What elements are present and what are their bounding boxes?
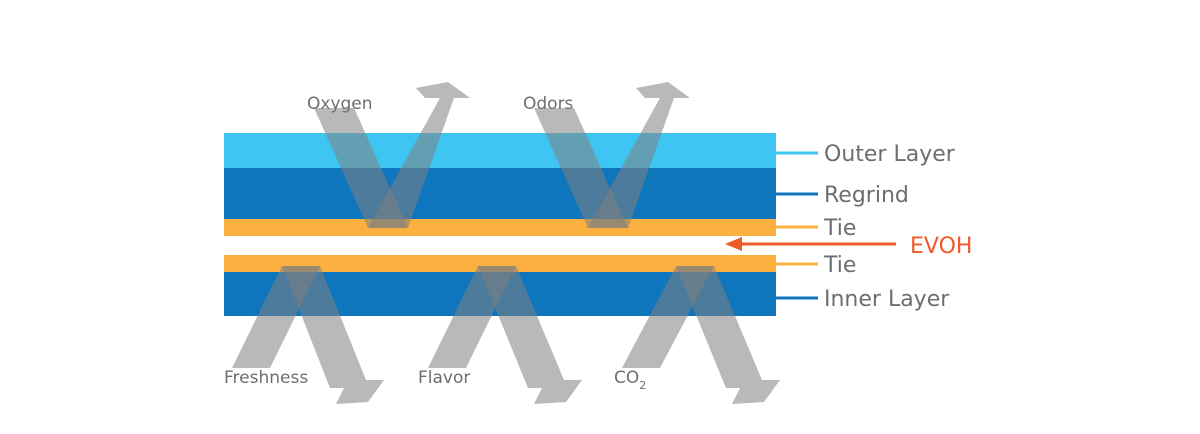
freshness-arrow	[232, 266, 384, 404]
tie-top-label: Tie	[823, 216, 856, 241]
odors-arrow	[534, 82, 690, 228]
regrind-band	[224, 168, 776, 219]
odors-arrow-in	[534, 108, 628, 228]
freshness-arrow-out	[282, 266, 384, 404]
odors-label: Odors	[523, 94, 574, 114]
odors-arrow-out	[588, 82, 690, 228]
oxygen-arrow-out	[368, 82, 470, 228]
flavor-arrow-out	[478, 266, 582, 404]
oxygen-label: Oxygen	[307, 94, 373, 114]
inner-layer-label: Inner Layer	[824, 287, 950, 312]
outer-layer-band	[224, 133, 776, 168]
evoh-label: EVOH	[910, 234, 972, 259]
co2-arrow	[622, 266, 780, 404]
evoh-pointer-head	[725, 237, 742, 251]
upper-laminate	[224, 133, 776, 236]
oxygen-arrow	[314, 82, 470, 228]
flavor-label: Flavor	[418, 368, 470, 388]
co2-arrow-out	[676, 266, 780, 404]
freshness-label: Freshness	[224, 368, 308, 388]
tie-bottom-band	[224, 255, 776, 272]
tie-top-band	[224, 219, 776, 236]
co2-label-subscript: 2	[639, 379, 646, 392]
co2-label-base: CO	[614, 368, 639, 388]
oxygen-arrow-in	[314, 108, 408, 228]
regrind-label: Regrind	[824, 183, 909, 208]
outer-layer-label: Outer Layer	[824, 142, 956, 167]
flavor-arrow	[428, 266, 582, 404]
evoh-pointer	[725, 237, 896, 251]
tie-bottom-label: Tie	[823, 253, 856, 278]
co2-label: CO2	[614, 368, 646, 392]
